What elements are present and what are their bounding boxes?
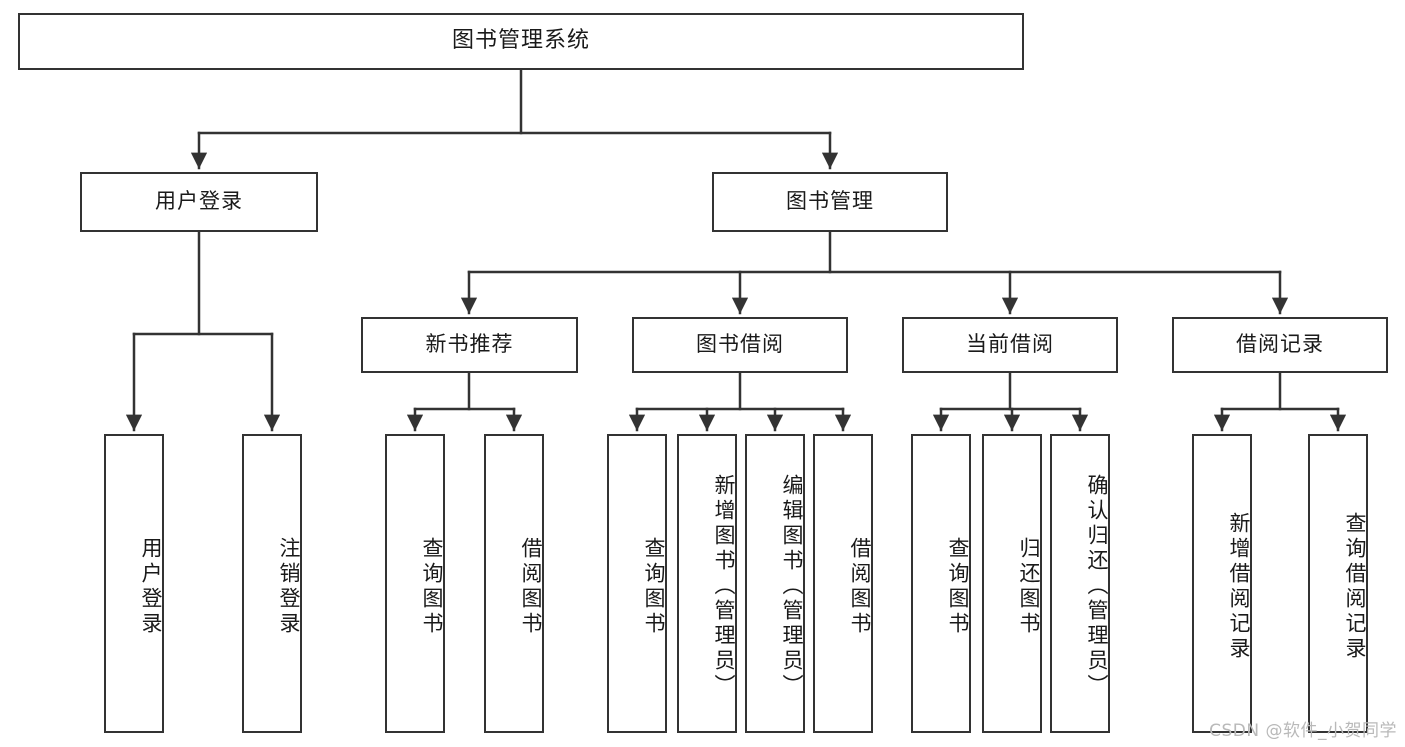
- node-leaf-return-book[interactable]: 归还图书: [982, 434, 1042, 733]
- node-book-borrow[interactable]: 图书借阅: [632, 317, 848, 373]
- node-leaf-query-book-2[interactable]: 查询图书: [607, 434, 667, 733]
- node-new-book-rec[interactable]: 新书推荐: [361, 317, 578, 373]
- node-user-login[interactable]: 用户登录: [80, 172, 318, 232]
- node-leaf-add-book[interactable]: 新增图书（管理员）: [677, 434, 737, 733]
- node-book-manage[interactable]: 图书管理: [712, 172, 948, 232]
- node-leaf-confirm-return[interactable]: 确认归还（管理员）: [1050, 434, 1110, 733]
- node-leaf-user-login[interactable]: 用户登录: [104, 434, 164, 733]
- csdn-watermark: CSDN @软件_小贺同学: [1209, 721, 1397, 741]
- node-borrow-record[interactable]: 借阅记录: [1172, 317, 1388, 373]
- node-leaf-query-book-3[interactable]: 查询图书: [911, 434, 971, 733]
- node-leaf-query-record[interactable]: 查询借阅记录: [1308, 434, 1368, 733]
- node-leaf-borrow-book-2[interactable]: 借阅图书: [813, 434, 873, 733]
- node-root[interactable]: 图书管理系统: [18, 13, 1024, 70]
- node-leaf-query-book-1[interactable]: 查询图书: [385, 434, 445, 733]
- node-leaf-edit-book[interactable]: 编辑图书（管理员）: [745, 434, 805, 733]
- node-leaf-user-logout[interactable]: 注销登录: [242, 434, 302, 733]
- node-current-borrow[interactable]: 当前借阅: [902, 317, 1118, 373]
- node-leaf-borrow-book-1[interactable]: 借阅图书: [484, 434, 544, 733]
- node-leaf-add-record[interactable]: 新增借阅记录: [1192, 434, 1252, 733]
